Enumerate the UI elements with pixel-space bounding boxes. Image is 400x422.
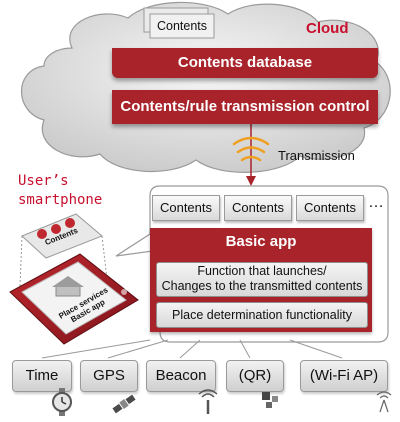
cloud-shape — [21, 1, 391, 173]
contents-database-banner: Contents database — [112, 48, 378, 78]
beacon-icon — [198, 389, 218, 414]
smartphone-title-line2: smartphone — [18, 192, 103, 208]
watch-icon — [52, 388, 72, 416]
more-contents-indicator: … — [368, 194, 384, 211]
transmission-arrow — [246, 120, 256, 186]
sensor-qr: (QR) — [226, 360, 284, 392]
sensor-beacon: Beacon — [146, 360, 216, 392]
app-contents-item: Contents — [224, 195, 292, 221]
home-icon — [52, 276, 84, 297]
sensor-connectors — [41, 339, 343, 359]
basic-app-title: Basic app — [225, 233, 297, 250]
signal-waves-icon — [232, 136, 270, 162]
satellite-icon — [112, 394, 136, 414]
sensor-time: Time — [12, 360, 72, 392]
function-line2: Changes to the transmitted contents — [161, 279, 363, 293]
app-contents-item: Contents — [152, 195, 220, 221]
function-line1: Function that launches/ — [197, 264, 327, 278]
qr-code-icon — [262, 392, 278, 408]
smartphone-title: User’s smartphone — [18, 172, 102, 210]
smartphone-title-line1: User’s — [18, 173, 69, 189]
app-contents-item: Contents — [296, 195, 364, 221]
smartphone-illustration — [9, 213, 139, 345]
transmission-control-banner: Contents/rule transmission control — [112, 90, 378, 124]
function-box: Function that launches/ Changes to the t… — [156, 262, 368, 297]
wifi-antenna-icon — [376, 391, 392, 413]
transmission-label: Transmission — [278, 148, 355, 163]
sensor-gps: GPS — [80, 360, 138, 392]
sensor-wifi-ap: (Wi-Fi AP) — [300, 360, 388, 392]
cloud-contents-card: Contents — [156, 19, 208, 33]
place-determination-box: Place determination functionality — [156, 302, 368, 328]
cloud-label: Cloud — [306, 20, 349, 37]
content-card-stack — [143, 7, 215, 39]
